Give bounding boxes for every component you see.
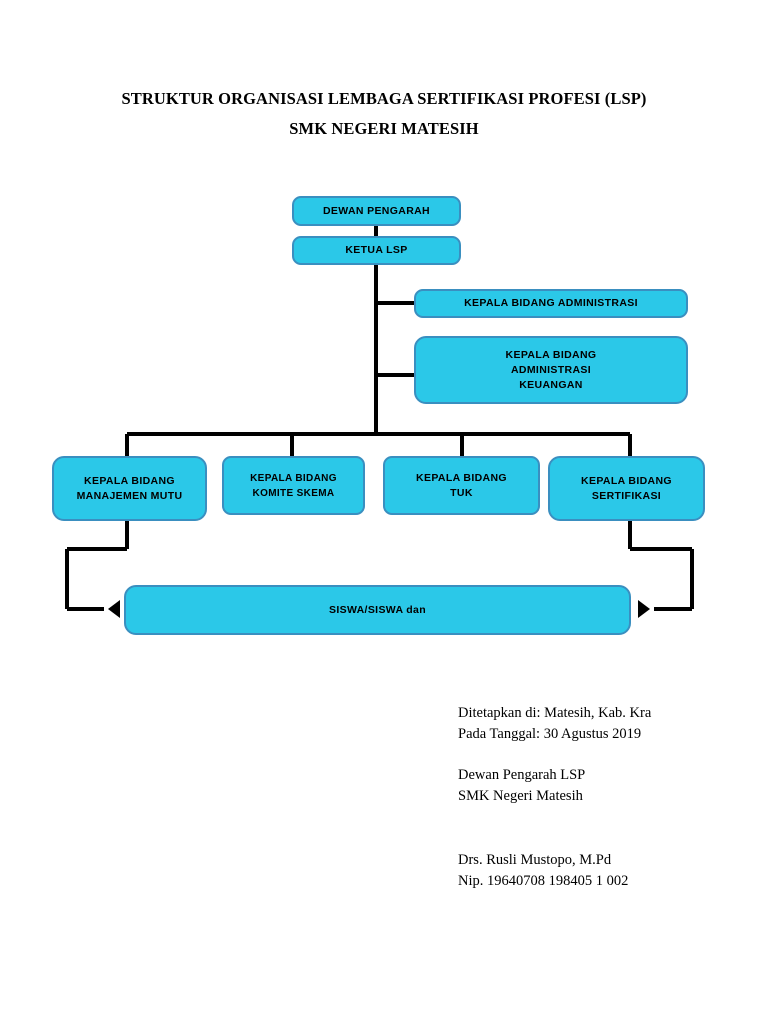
- node-ketua-lsp-label: KETUA LSP: [345, 244, 408, 256]
- arrowhead-left-to-siswa: [108, 600, 120, 618]
- node-sertifikasi-label-line-2: SERTIFIKASI: [591, 489, 662, 502]
- node-dewan-pengarah[interactable]: DEWAN PENGARAH: [292, 196, 461, 226]
- footer-block: Ditetapkan di: Matesih, Kab. Kra Pada Ta…: [458, 703, 758, 807]
- node-admkeu-label-line-1: KEPALA BIDANG: [505, 348, 597, 361]
- footer-date: Pada Tanggal: 30 Agustus 2019: [458, 726, 642, 742]
- node-sertifikasi-label-line-1: KEPALA BIDANG: [581, 474, 672, 487]
- footer-place: Ditetapkan di: Matesih, Kab. Kra: [458, 705, 652, 721]
- node-mutu-label-line-2: MANAJEMEN MUTU: [76, 489, 183, 502]
- node-komite-label-line-1: KEPALA BIDANG: [250, 472, 337, 484]
- node-kepala-bidang-administrasi[interactable]: KEPALA BIDANG ADMINISTRASI: [414, 289, 688, 318]
- signer-nip: Nip. 19640708 198405 1 002: [458, 873, 629, 889]
- arrowhead-right-to-siswa: [638, 600, 650, 618]
- node-tuk-label-line-2: TUK: [450, 486, 473, 499]
- footer-spacer: [458, 745, 758, 765]
- node-siswa-siswa[interactable]: SISWA/SISWA dan: [124, 585, 631, 635]
- node-admkeu-label-line-3: KEUANGAN: [519, 378, 583, 391]
- org-chart: DEWAN PENGARAH KETUA LSP KEPALA BIDANG A…: [52, 196, 705, 635]
- node-dewan-pengarah-label: DEWAN PENGARAH: [323, 204, 430, 217]
- node-kepala-bidang-administrasi-label: KEPALA BIDANG ADMINISTRASI: [464, 297, 638, 309]
- node-kepala-bidang-komite-skema[interactable]: KEPALA BIDANG KOMITE SKEMA: [222, 456, 365, 515]
- node-tuk-label-line-1: KEPALA BIDANG: [416, 471, 507, 484]
- node-admkeu-label-line-2: ADMINISTRASI: [510, 363, 592, 376]
- node-kepala-bidang-administrasi-keuangan[interactable]: KEPALA BIDANG ADMINISTRASI KEUANGAN: [414, 336, 688, 404]
- node-kepala-bidang-sertifikasi[interactable]: KEPALA BIDANG SERTIFIKASI: [548, 456, 705, 521]
- node-mutu-label-line-1: KEPALA BIDANG: [84, 474, 175, 487]
- signature-block: Drs. Rusli Mustopo, M.Pd Nip. 19640708 1…: [458, 850, 758, 892]
- node-kepala-bidang-manajemen-mutu[interactable]: KEPALA BIDANG MANAJEMEN MUTU: [52, 456, 207, 521]
- node-siswa-siswa-label: SISWA/SISWA dan: [328, 603, 427, 616]
- node-ketua-lsp[interactable]: KETUA LSP: [292, 236, 461, 265]
- footer-org-line-2: SMK Negeri Matesih: [458, 788, 583, 804]
- signer-name: Drs. Rusli Mustopo, M.Pd: [458, 852, 612, 868]
- footer-org-line-1: Dewan Pengarah LSP: [458, 767, 586, 783]
- page-title-line-1: STRUKTUR ORGANISASI LEMBAGA SERTIFIKASI …: [121, 89, 647, 108]
- page-title: STRUKTUR ORGANISASI LEMBAGA SERTIFIKASI …: [0, 84, 768, 144]
- node-kepala-bidang-tuk[interactable]: KEPALA BIDANG TUK: [383, 456, 540, 515]
- page-title-line-2: SMK NEGERI MATESIH: [289, 119, 479, 138]
- node-komite-label-line-2: KOMITE SKEMA: [252, 487, 335, 499]
